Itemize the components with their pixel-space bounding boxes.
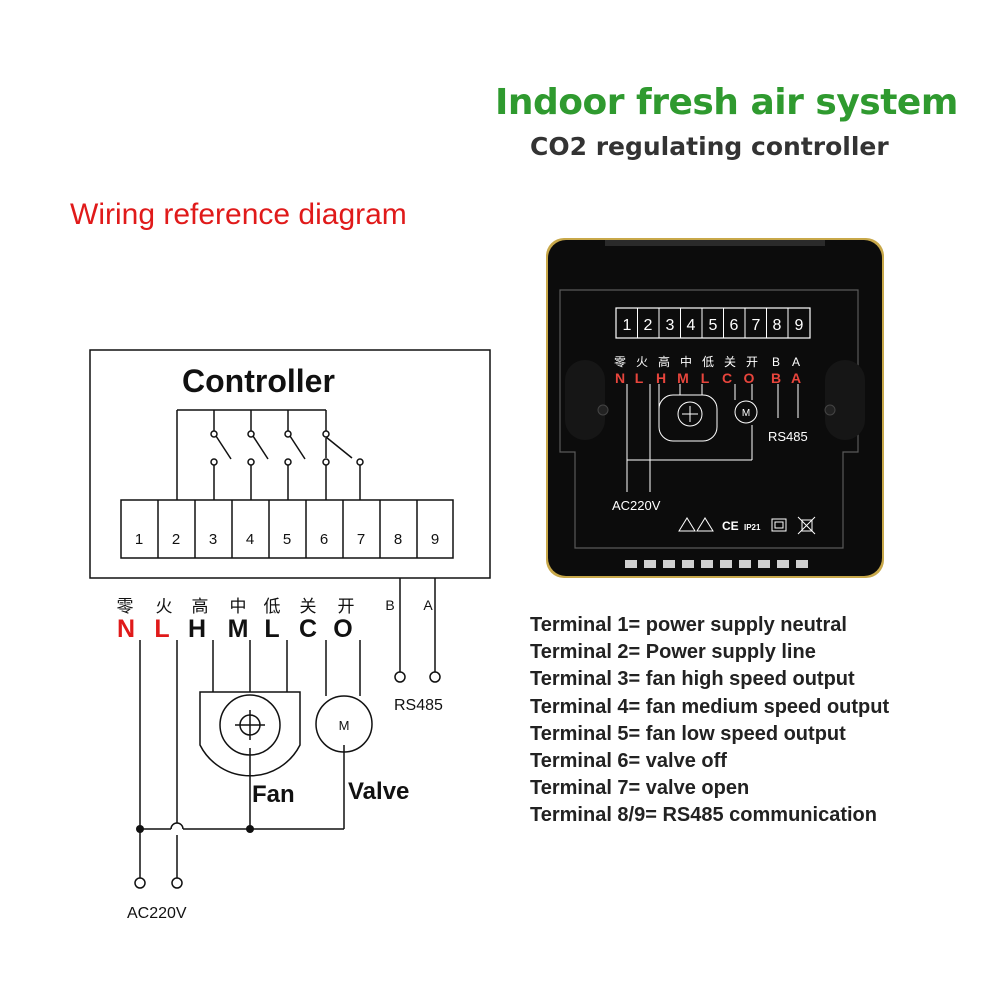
terminal-number: 4 (246, 531, 254, 548)
device-chinese-label: 关 (724, 355, 736, 369)
terminal-number: 1 (135, 531, 143, 548)
fan-label: Fan (252, 781, 295, 808)
device-letter-label: M (677, 370, 689, 386)
device-letter-label: L (701, 370, 710, 386)
terminal-number: 7 (357, 531, 365, 548)
valve-label: Valve (348, 778, 409, 805)
legend-item: Terminal 5= fan low speed output (530, 722, 846, 745)
terminal-strip (120, 499, 454, 559)
terminal-legend: Terminal 1= power supply neutral Termina… (530, 612, 889, 830)
letter-label-L: L (154, 615, 169, 643)
chinese-label: 高 (192, 597, 209, 616)
valve-motor-symbol: M (339, 718, 350, 733)
wiring-diagram-title: Wiring reference diagram (70, 198, 407, 231)
device-terminal-number: 6 (730, 317, 739, 334)
page-title: Indoor fresh air system (495, 82, 958, 123)
device-letter-label: O (744, 370, 755, 386)
device-ac220v-label: AC220V (612, 498, 661, 513)
device-chinese-label: 开 (746, 355, 758, 369)
controller-box (89, 349, 491, 579)
terminal-number: 2 (172, 531, 180, 548)
chinese-label: 中 (230, 597, 247, 616)
device-letter-label: H (656, 370, 666, 386)
device-chinese-label: 中 (680, 354, 692, 369)
legend-item: Terminal 8/9= RS485 communication (530, 804, 877, 827)
terminal-number: 9 (431, 531, 439, 548)
ce-mark: CE (722, 519, 739, 533)
chinese-label: 开 (338, 597, 355, 616)
device-terminal-number: 2 (644, 317, 653, 334)
device-terminal-number: 3 (666, 317, 675, 334)
legend-item: Terminal 3= fan high speed output (530, 668, 855, 691)
caution-triangle-icon (696, 517, 714, 532)
device-chinese-label: A (792, 355, 800, 369)
chinese-label: A (423, 597, 433, 613)
device-letter-label: A (791, 370, 801, 386)
controller-label: Controller (182, 363, 335, 399)
device-chinese-label: 火 (636, 355, 648, 369)
device-terminal-number: 1 (623, 317, 632, 334)
ac220v-label: AC220V (127, 905, 187, 922)
device-letter-label: N (615, 370, 625, 386)
device-motor-symbol: M (742, 408, 750, 419)
device-terminal-number: 4 (687, 317, 696, 334)
fan-rotor (219, 694, 281, 756)
warning-triangle-icon (678, 517, 696, 532)
letter-label-N: N (117, 615, 135, 643)
rs485-label: RS485 (394, 697, 443, 714)
chinese-label: 低 (264, 597, 281, 616)
device-chinese-label: 高 (658, 354, 670, 369)
double-insulation-icon (771, 518, 787, 532)
chinese-label: 零 (117, 597, 134, 616)
letter-label-C: C (299, 615, 317, 643)
device-terminal-number: 9 (795, 317, 804, 334)
weee-bin-icon (797, 516, 816, 535)
device-chinese-label: B (772, 355, 780, 369)
legend-item: Terminal 1= power supply neutral (530, 614, 847, 636)
ip-rating: IP21 (744, 523, 761, 532)
chinese-label: B (385, 597, 394, 613)
device-rs485-label: RS485 (768, 429, 808, 444)
device-letter-label: L (635, 370, 644, 386)
valve-motor-icon (315, 695, 373, 753)
legend-item: Terminal 4= fan medium speed output (530, 695, 890, 718)
letter-label-M: M (228, 615, 249, 643)
device-terminal-strip (615, 307, 811, 339)
device-letter-label: B (771, 370, 781, 386)
device-terminal-number: 5 (709, 317, 718, 334)
letter-label-L: L (264, 615, 279, 643)
device-letter-label: C (722, 370, 732, 386)
letter-label-O: O (333, 615, 352, 643)
chinese-label: 火 (156, 597, 173, 616)
terminal-number: 3 (209, 531, 217, 548)
terminal-number: 6 (320, 531, 328, 548)
terminal-number: 5 (283, 531, 291, 548)
device-chinese-label: 零 (614, 355, 626, 369)
fan-housing (199, 691, 301, 777)
device-terminal-number: 8 (773, 317, 782, 334)
page-subtitle: CO2 regulating controller (530, 132, 889, 161)
letter-label-H: H (188, 615, 206, 643)
legend-item: Terminal 6= valve off (530, 749, 727, 772)
terminal-number: 8 (394, 531, 402, 548)
legend-item: Terminal 7= valve open (530, 777, 750, 800)
device-chinese-label: 低 (702, 355, 714, 369)
device-photo (546, 238, 884, 578)
chinese-label: 关 (300, 597, 317, 616)
legend-item: Terminal 2= Power supply line (530, 641, 816, 664)
device-terminal-number: 7 (752, 317, 761, 334)
